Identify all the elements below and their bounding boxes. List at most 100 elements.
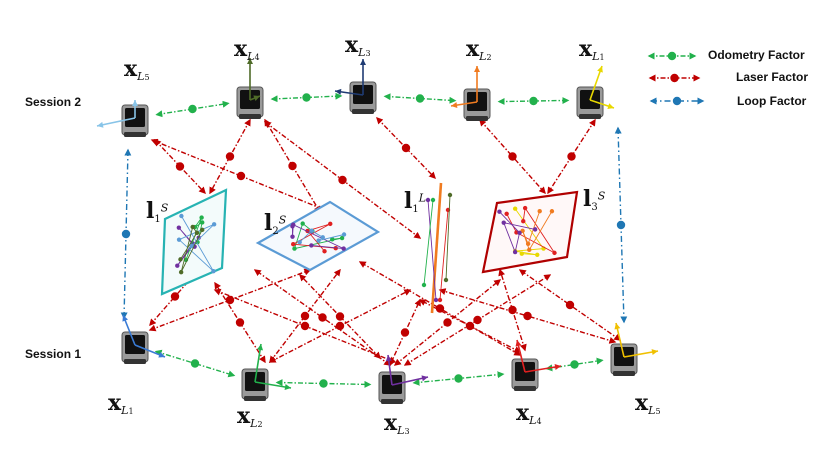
robot-s1-l1-axis-head-0: [122, 315, 129, 322]
pose-label-s2-l5: xL5: [124, 58, 150, 82]
odometry-factor-s2-2-node: [415, 94, 425, 103]
odometry-factor-s1-1-node: [319, 379, 328, 388]
robot-s2-l1-axis-head-1: [607, 103, 614, 109]
robot-s1-l3-base: [381, 399, 403, 404]
pose-symbol: x: [234, 36, 248, 62]
legend-label-laser: Laser Factor: [736, 70, 809, 84]
cloud-l3-point-3-3: [517, 230, 522, 236]
pose-symbol: x: [516, 400, 530, 426]
laser-factor-18-node: [508, 305, 517, 315]
cloud-l3-point-2-4: [537, 208, 542, 214]
cloud-l2-point-1-1: [291, 242, 296, 247]
line-landmark-point-a-3: [447, 192, 453, 198]
pose-sub: L: [397, 424, 405, 438]
laser-factor-4: [376, 116, 436, 180]
robot-s1-l5-axis-head-0: [614, 323, 621, 330]
pose-sub: L: [479, 50, 487, 64]
legend-icon-loop-node: [672, 96, 682, 106]
landmark-symbol: l: [583, 186, 592, 212]
pose-sub: L: [250, 417, 258, 431]
pose-index: 5: [655, 407, 661, 417]
pose-symbol: x: [237, 403, 251, 429]
cloud-l3-point-1-0: [504, 211, 509, 217]
landmark-label-l3-s: l3S: [583, 188, 605, 213]
cloud-l1-point-2-4: [189, 243, 194, 249]
landmark-symbol: l: [146, 198, 155, 224]
line-landmark-point-b-2: [437, 297, 443, 303]
pose-sub: L: [648, 404, 656, 418]
cloud-l3-point-3-0: [532, 227, 538, 232]
landmark-symbol: l: [264, 210, 273, 236]
robot-s1-l3-axis-head-1: [421, 375, 428, 382]
robot-s1-l5-axis-head-1: [651, 349, 658, 355]
laser-factor-2-node: [288, 161, 297, 171]
robot-s2-l1-axis-0: [589, 65, 603, 101]
robot-s1-l4-axis-head-1: [554, 364, 561, 370]
loop-factor-left-node: [121, 229, 131, 239]
pose-index: 3: [404, 427, 410, 437]
pose-label-s2-l3: xL3: [345, 34, 371, 58]
robot-s1-l2-axis-0: [254, 343, 262, 383]
pose-index: 1: [128, 407, 134, 417]
pose-sub: L: [592, 50, 600, 64]
landmark-index: 3: [591, 202, 598, 214]
laser-factor-4-node: [401, 143, 411, 153]
robot-s2-l1-axis-head-0: [597, 66, 603, 73]
landmark-label-l2-s: l2S: [264, 212, 286, 237]
robot-s1-l2: [241, 343, 292, 401]
session-2-label: Session 2: [25, 95, 82, 109]
pose-symbol: x: [635, 390, 649, 416]
legend-label-odometry: Odometry Factor: [708, 48, 805, 62]
landmark-label-l1-l: l1L: [404, 190, 426, 215]
line-landmark-point-b-1: [421, 282, 427, 288]
odometry-factor-s1-2-node: [454, 374, 463, 383]
robot-s2-l5: [96, 100, 149, 137]
robot-s2-l1: [576, 65, 615, 119]
line-landmark-point-a-0: [425, 197, 431, 203]
pose-symbol: x: [345, 32, 359, 58]
laser-factor-21-node: [523, 311, 532, 321]
cloud-l3-point-0-1: [535, 252, 540, 257]
robot-s1-l1-axis-head-1: [158, 351, 165, 358]
cloud-l3-point-3-2: [512, 249, 518, 255]
pose-symbol: x: [384, 410, 398, 436]
line-landmark-trace-2: [439, 209, 449, 301]
robot-s2-l4-base: [239, 114, 261, 119]
robot-s2-l2-axis-head-1: [451, 102, 458, 109]
pose-index: 5: [144, 73, 150, 83]
cloud-l2-point-1-2: [328, 221, 333, 227]
laser-factor-16-node: [300, 321, 310, 331]
legend-icon-laser-node: [670, 73, 679, 83]
robot-s1-l4: [511, 339, 562, 391]
cloud-l3-point-1-3: [522, 205, 528, 211]
cloud-l1-point-3-2: [190, 224, 195, 230]
robot-s1-l2-axis-head-1: [284, 384, 291, 390]
robot-s1-l3-axis-1: [391, 376, 429, 386]
pose-label-s1-l1: xL1: [108, 392, 134, 416]
cloud-l3-point-0-0: [519, 251, 524, 256]
odometry-factor-s1-0-node: [190, 359, 200, 368]
robot-s2-l2-base: [466, 116, 488, 121]
line-landmark-point-a-1: [430, 197, 436, 203]
pose-sub: L: [121, 404, 129, 418]
landmark-line-l1-l: [430, 182, 443, 314]
cloud-l1-point-3-3: [194, 230, 200, 236]
robot-s1-l4-axis-head-0: [515, 340, 522, 347]
pose-label-s1-l2: xL2: [237, 405, 263, 429]
pose-symbol: x: [108, 390, 122, 416]
laser-factor-13: [253, 269, 392, 366]
cloud-l3-point-2-0: [549, 209, 555, 214]
cloud-l2-point-2-3: [341, 246, 346, 251]
pose-index: 2: [486, 53, 492, 63]
cloud-l2-point-0-0: [330, 237, 335, 242]
cloud-l1-point-1-3: [200, 220, 205, 225]
cloud-l3-point-0-4: [512, 206, 518, 211]
loop-factor-right-node: [616, 220, 626, 230]
cloud-l2-point-3-0: [341, 232, 347, 237]
laser-factor-1-node: [225, 152, 235, 161]
cloud-l3-point-2-1: [527, 247, 532, 253]
landmark-superscript: S: [160, 201, 169, 215]
robot-s1-l2-axis-1: [254, 381, 292, 389]
laser-factor-8-node: [170, 292, 180, 301]
cloud-l2-point-3-2: [320, 235, 325, 240]
